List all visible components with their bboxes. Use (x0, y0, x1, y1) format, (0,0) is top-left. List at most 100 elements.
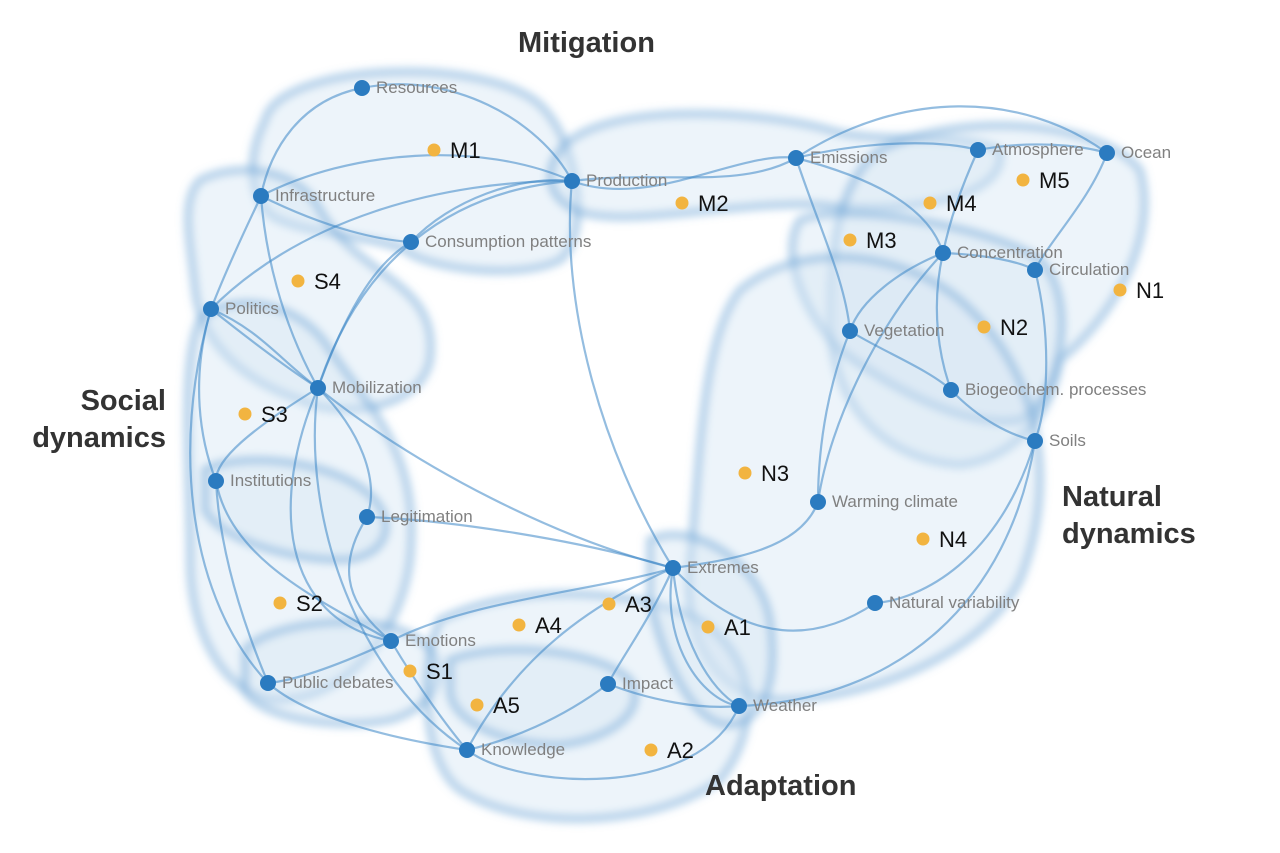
marker-n4[interactable]: N4 (916, 527, 968, 552)
node-label: Consumption patterns (425, 232, 591, 251)
marker-label: A2 (667, 738, 694, 763)
marker-s1[interactable]: S1 (403, 659, 453, 684)
node-soils[interactable]: Soils (1027, 431, 1086, 450)
marker-m2[interactable]: M2 (675, 191, 729, 216)
section-label-natural-line2: dynamics (1062, 518, 1196, 550)
section-label-mitigation: Mitigation (518, 27, 655, 59)
node-label: Resources (376, 78, 457, 97)
section-label-natural-line1: Natural (1062, 481, 1162, 513)
edge (348, 516, 392, 642)
edge (260, 154, 573, 197)
edge (1034, 152, 1109, 271)
node-label: Concentration (957, 243, 1063, 262)
marker-a3[interactable]: A3 (602, 592, 652, 617)
edge (267, 640, 392, 685)
edge (317, 387, 372, 518)
edge (366, 515, 674, 570)
node-production[interactable]: Production (564, 171, 667, 190)
node-natural-variability[interactable]: Natural variability (867, 593, 1020, 612)
marker-n3[interactable]: N3 (738, 461, 790, 486)
edge (214, 480, 270, 684)
section-label-social-line2: dynamics (32, 422, 166, 454)
node-label: Vegetation (864, 321, 944, 340)
node-public-debates[interactable]: Public debates (260, 673, 394, 692)
node-label: Knowledge (481, 740, 565, 759)
marker-label: A3 (625, 592, 652, 617)
edge (794, 157, 852, 332)
marker-label: N4 (939, 527, 967, 552)
node-label: Politics (225, 299, 279, 318)
node-label: Circulation (1049, 260, 1129, 279)
marker-m4[interactable]: M4 (923, 191, 977, 216)
edge (210, 307, 319, 389)
marker-label: M4 (946, 191, 977, 216)
node-infrastructure[interactable]: Infrastructure (253, 186, 375, 205)
marker-s4[interactable]: S4 (291, 269, 341, 294)
edge (607, 567, 675, 685)
node-warming-climate[interactable]: Warming climate (810, 492, 958, 511)
node-label: Weather (753, 696, 817, 715)
node-emotions[interactable]: Emotions (383, 631, 476, 650)
edge (950, 389, 1036, 443)
marker-label: M3 (866, 228, 897, 253)
node-concentration[interactable]: Concentration (935, 243, 1063, 262)
marker-a5[interactable]: A5 (470, 693, 520, 718)
node-institutions[interactable]: Institutions (208, 471, 311, 490)
edge (795, 105, 1108, 159)
marker-n2[interactable]: N2 (977, 315, 1029, 340)
node-label: Soils (1049, 431, 1086, 450)
node-label: Mobilization (332, 378, 422, 397)
edge (1033, 269, 1048, 442)
node-label: Ocean (1121, 143, 1171, 162)
edge (607, 682, 740, 708)
node-atmosphere[interactable]: Atmosphere (970, 140, 1084, 159)
marker-m1[interactable]: M1 (427, 138, 481, 163)
marker-label: A1 (724, 615, 751, 640)
marker-label: S2 (296, 591, 323, 616)
marker-a4[interactable]: A4 (512, 613, 562, 638)
node-extremes[interactable]: Extremes (665, 558, 759, 577)
marker-label: N1 (1136, 278, 1164, 303)
node-circulation[interactable]: Circulation (1027, 260, 1129, 279)
node-label: Extremes (687, 558, 759, 577)
marker-label: S3 (261, 402, 288, 427)
node-vegetation[interactable]: Vegetation (842, 321, 944, 340)
marker-label: M2 (698, 191, 729, 216)
marker-n1[interactable]: N1 (1113, 278, 1165, 303)
marker-a1[interactable]: A1 (701, 615, 751, 640)
edge (390, 640, 468, 751)
edge (267, 682, 468, 752)
edge (390, 566, 674, 642)
marker-m3[interactable]: M3 (843, 228, 897, 253)
edge (259, 86, 363, 197)
marker-m5[interactable]: M5 (1016, 168, 1070, 193)
node-label: Atmosphere (992, 140, 1084, 159)
node-consumption-patterns[interactable]: Consumption patterns (403, 232, 591, 251)
edge (977, 143, 1108, 155)
node-label: Infrastructure (275, 186, 375, 205)
edge (795, 142, 979, 160)
edge (466, 683, 609, 752)
edge (795, 156, 945, 254)
node-weather[interactable]: Weather (731, 696, 817, 715)
edge (214, 480, 392, 642)
marker-s2[interactable]: S2 (273, 591, 323, 616)
edge-layer (189, 83, 1109, 781)
marker-label: S4 (314, 269, 341, 294)
marker-a2[interactable]: A2 (644, 738, 694, 763)
node-mobilization[interactable]: Mobilization (310, 378, 422, 397)
node-knowledge[interactable]: Knowledge (459, 740, 565, 759)
node-politics[interactable]: Politics (203, 299, 279, 318)
edge (571, 157, 797, 183)
node-impact[interactable]: Impact (600, 674, 673, 693)
node-legitimation[interactable]: Legitimation (359, 507, 473, 526)
node-ocean[interactable]: Ocean (1099, 143, 1171, 162)
edge (259, 195, 319, 389)
edge (210, 179, 573, 310)
node-label: Natural variability (889, 593, 1020, 612)
node-resources[interactable]: Resources (354, 78, 457, 97)
node-emissions[interactable]: Emissions (788, 148, 887, 167)
marker-s3[interactable]: S3 (238, 402, 288, 427)
node-biogeochem-processes[interactable]: Biogeochem. processes (943, 380, 1146, 399)
